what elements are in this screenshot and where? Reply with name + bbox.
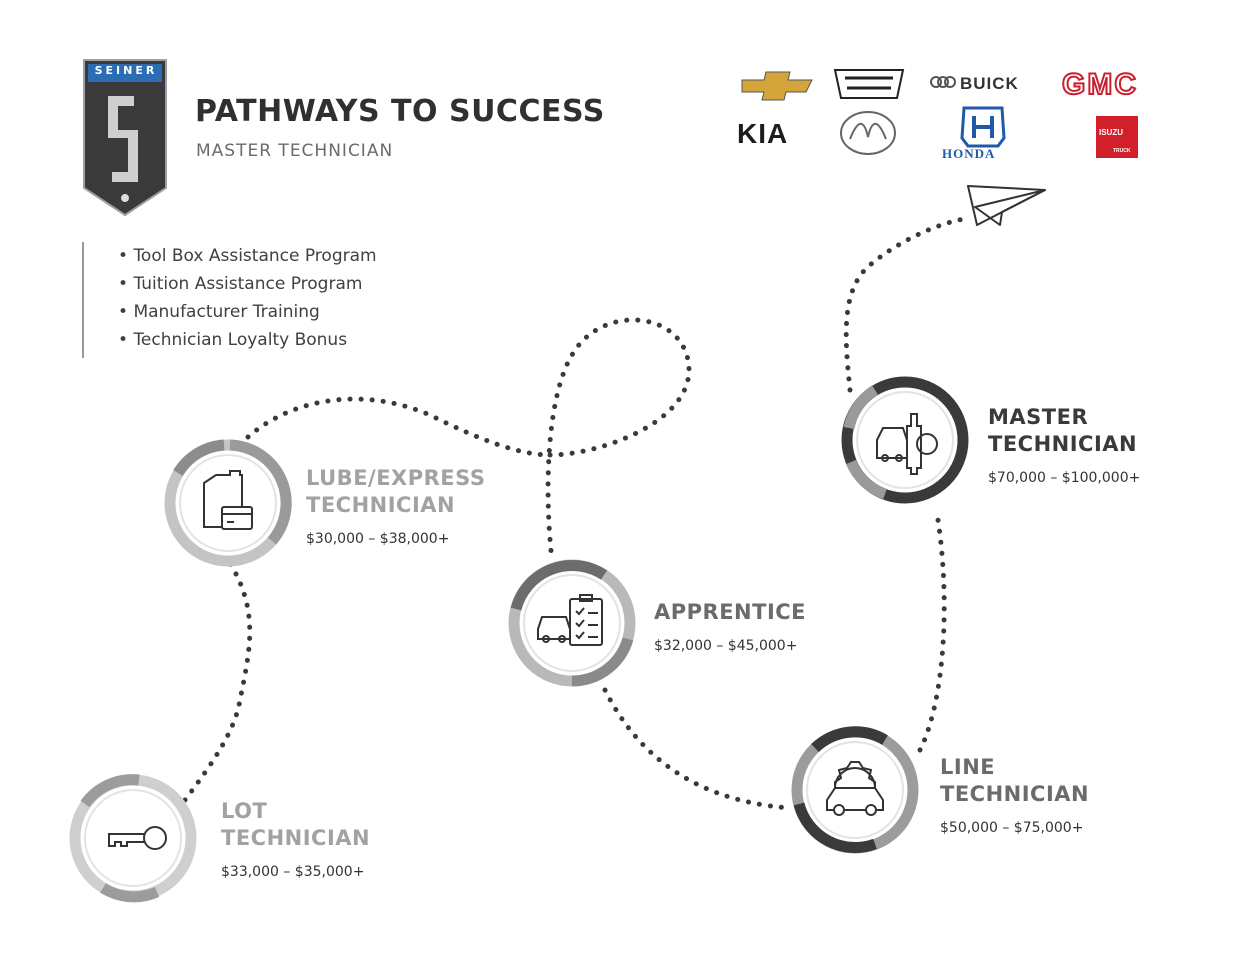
master-label: MASTER TECHNICIAN $70,000 – $100,000+: [988, 404, 1140, 486]
isuzu-logo: [1096, 116, 1138, 158]
lube-salary: $30,000 – $38,000+: [306, 531, 450, 547]
line-title: LINE TECHNICIAN: [940, 754, 1089, 808]
lube-title-line1: LUBE/EXPRESS: [306, 466, 486, 490]
benefit-item: Tuition Assistance Program: [118, 270, 377, 298]
kia-wordmark: KIA: [737, 118, 789, 149]
lot-salary: $33,000 – $35,000+: [221, 864, 365, 880]
benefits-list: Tool Box Assistance Program Tuition Assi…: [82, 242, 377, 358]
page-subtitle: MASTER TECHNICIAN: [196, 141, 394, 161]
lot-node: [69, 774, 197, 903]
lube-title: LUBE/EXPRESS TECHNICIAN: [306, 465, 485, 519]
line-salary: $50,000 – $75,000+: [940, 820, 1084, 836]
chevrolet-logo: [741, 71, 813, 101]
master-title-line1: MASTER: [988, 405, 1089, 429]
lube-label: LUBE/EXPRESS TECHNICIAN $30,000 – $38,00…: [306, 465, 485, 547]
benefit-item: Technician Loyalty Bonus: [118, 326, 377, 354]
car-wrench-icon: [876, 413, 938, 475]
lot-title-line2: TECHNICIAN: [221, 826, 371, 850]
car-gear-icon: [826, 761, 884, 816]
line-label: LINE TECHNICIAN $50,000 – $75,000+: [940, 754, 1089, 836]
buick-logo: [930, 76, 956, 88]
apprentice-label: APPRENTICE $32,000 – $45,000+: [654, 599, 806, 654]
benefit-item: Manufacturer Training: [118, 298, 377, 326]
cadillac-logo: [833, 69, 905, 99]
buick-wordmark: BUICK: [960, 74, 1019, 93]
lot-title-line1: LOT: [221, 799, 268, 823]
master-node: [841, 376, 969, 504]
key-icon: [108, 826, 167, 850]
checklist-car-icon: [537, 594, 603, 646]
apprentice-salary: $32,000 – $45,000+: [654, 638, 798, 654]
lube-title-line2: TECHNICIAN: [306, 493, 456, 517]
line-title-line2: TECHNICIAN: [940, 782, 1090, 806]
lot-label: LOT TECHNICIAN $33,000 – $35,000+: [221, 798, 370, 880]
page-title: PATHWAYS TO SUCCESS: [195, 94, 605, 129]
line-title-line1: LINE: [940, 755, 996, 779]
master-salary: $70,000 – $100,000+: [988, 470, 1141, 486]
paper-plane-icon: [967, 185, 1046, 226]
lube-node: [164, 439, 292, 567]
apprentice-node: [508, 559, 636, 687]
isuzu-wordmark: ISUZU: [1099, 128, 1123, 137]
honda-wordmark: HONDA: [942, 146, 996, 161]
isuzu-subtext: TRUCK: [1113, 148, 1131, 154]
apprentice-title: APPRENTICE: [654, 599, 806, 626]
mazda-logo: [840, 111, 896, 155]
honda-logo: [960, 106, 1006, 148]
lot-title: LOT TECHNICIAN: [221, 798, 370, 852]
benefit-item: Tool Box Assistance Program: [118, 242, 376, 270]
master-title: MASTER TECHNICIAN: [988, 404, 1140, 458]
logo-text: SEINER: [94, 64, 158, 77]
apprentice-title-line1: APPRENTICE: [654, 600, 807, 624]
dotted-path: [182, 215, 973, 811]
master-title-line2: TECHNICIAN: [988, 432, 1138, 456]
oil-can-icon: [203, 470, 253, 530]
gmc-wordmark: GMC: [1061, 67, 1138, 102]
line-node: [791, 726, 919, 854]
seiner-logo: [83, 59, 167, 217]
